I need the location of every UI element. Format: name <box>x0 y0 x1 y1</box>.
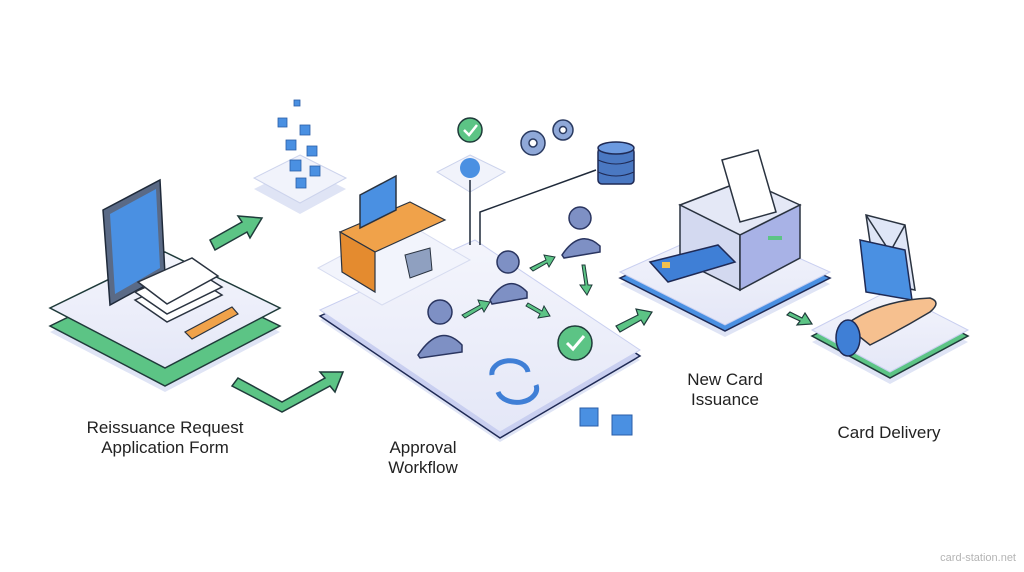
label-line: Workflow <box>388 458 458 477</box>
label-line: Reissuance Request <box>86 418 244 437</box>
database-icon <box>597 141 635 185</box>
label-line: New Card <box>687 370 763 389</box>
label-line: Issuance <box>690 390 760 409</box>
label-line: Card Delivery <box>837 423 941 442</box>
step-label-card-issuance: New Card Issuance <box>687 370 763 410</box>
cube-icons <box>277 99 321 189</box>
cube-icons <box>579 407 633 436</box>
envelope-icon <box>859 213 916 301</box>
approved-check-icon <box>557 325 593 361</box>
gears-icon <box>520 119 574 156</box>
connector-line <box>469 169 597 245</box>
arrow-icon <box>461 254 593 319</box>
label-line: Approval <box>389 438 457 457</box>
person-icon <box>417 206 601 359</box>
refresh-icon <box>489 358 540 405</box>
arrow-icon <box>209 215 345 413</box>
paper-stack-icon <box>133 257 224 323</box>
pencil-icon <box>184 306 239 340</box>
tablet-icon <box>102 178 166 307</box>
step-label-application-form: Reissuance Request Application Form <box>87 418 244 458</box>
platform-data-blocks <box>252 99 348 214</box>
watermark: card-station.net <box>940 552 1016 564</box>
step-label-card-delivery: Card Delivery <box>838 423 941 443</box>
label-line: Application Form <box>101 438 229 457</box>
chart-card-icon <box>435 154 507 193</box>
paper-icon <box>721 149 777 223</box>
desk-icon <box>338 174 447 294</box>
arrow-icon <box>615 308 814 333</box>
hand-icon <box>835 297 937 357</box>
step-label-approval-workflow: Approval Workflow <box>388 438 458 478</box>
credit-card-icon <box>648 244 737 283</box>
check-badge-icon <box>457 117 483 143</box>
